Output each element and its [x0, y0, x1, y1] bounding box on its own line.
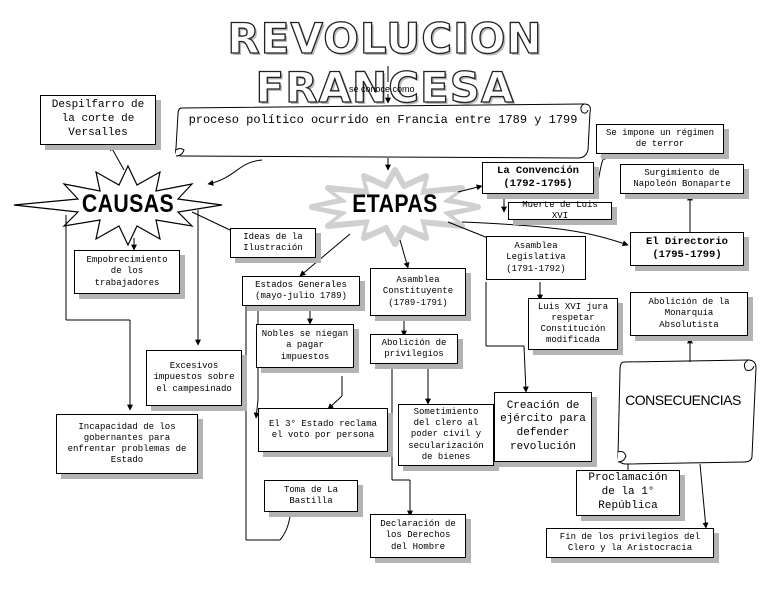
- legislativa-luis-xvi: Luis XVI jura respetar Constitución modi…: [528, 298, 618, 350]
- causas-label: CAUSAS: [81, 190, 175, 218]
- estados-bastilla: Toma de La Bastilla: [264, 480, 358, 512]
- stage-directorio: El Directorio (1795-1799): [630, 232, 744, 266]
- constituyente-clero: Sometimiento del clero al poder civil y …: [398, 404, 494, 466]
- estados-nobles: Nobles se niegan a pagar impuestos: [256, 324, 354, 368]
- cause-despilfarro: Despilfarro de la corte de Versalles: [40, 95, 156, 145]
- etapas-label: ETAPAS: [352, 190, 438, 218]
- consecuencia-fin-privilegios: Fin de los privilegios del Clero y la Ar…: [546, 528, 714, 558]
- cause-ilustracion: Ideas de la Ilustración: [230, 228, 316, 258]
- cause-impuestos: Excesivos impuestos sobre el campesinado: [146, 350, 242, 406]
- estados-tercer-estado: El 3° Estado reclama el voto por persona: [258, 408, 388, 452]
- stage-asamblea-legislativa: Asamblea Legislativa (1791-1792): [486, 236, 586, 280]
- convencion-muerte-luis-xvi: Muerte de Luis XVI: [508, 200, 612, 221]
- consecuencias-label: CONSECUENCIAS: [625, 392, 741, 408]
- consecuencias-scroll: [617, 359, 757, 465]
- directorio-napoleon: Surgimiento de Napoleón Bonaparte: [620, 164, 744, 194]
- connector-label: se conoce como: [349, 84, 415, 94]
- convencion-terror: Se impone un régimen de terror: [596, 124, 724, 154]
- stage-convencion: La Convención (1792-1795): [482, 162, 594, 194]
- cause-empobrecimiento: Empobrecimiento de los trabajadores: [74, 250, 180, 294]
- cause-incapacidad: Incapacidad de los gobernantes para enfr…: [56, 414, 198, 474]
- constituyente-abolicion-privilegios: Abolición de privilegios: [370, 334, 458, 364]
- page-title: REVOLUCION FRANCESA: [227, 13, 543, 112]
- consecuencia-monarquia: Abolición de la Monarquía Absolutista: [630, 292, 748, 336]
- stage-estados-generales: Estados Generales (mayo-julio 1789): [242, 276, 360, 306]
- legislativa-ejercito: Creación de ejército para defender revol…: [494, 392, 592, 462]
- stage-asamblea-constituyente: Asamblea Constituyente (1789-1791): [370, 268, 466, 316]
- consecuencia-republica: Proclamación de la 1° República: [576, 470, 680, 516]
- constituyente-derechos: Declaración de los Derechos del Hombre: [370, 514, 466, 558]
- definition-text: proceso político ocurrido en Francia ent…: [188, 113, 578, 127]
- definition-scroll: [175, 103, 591, 159]
